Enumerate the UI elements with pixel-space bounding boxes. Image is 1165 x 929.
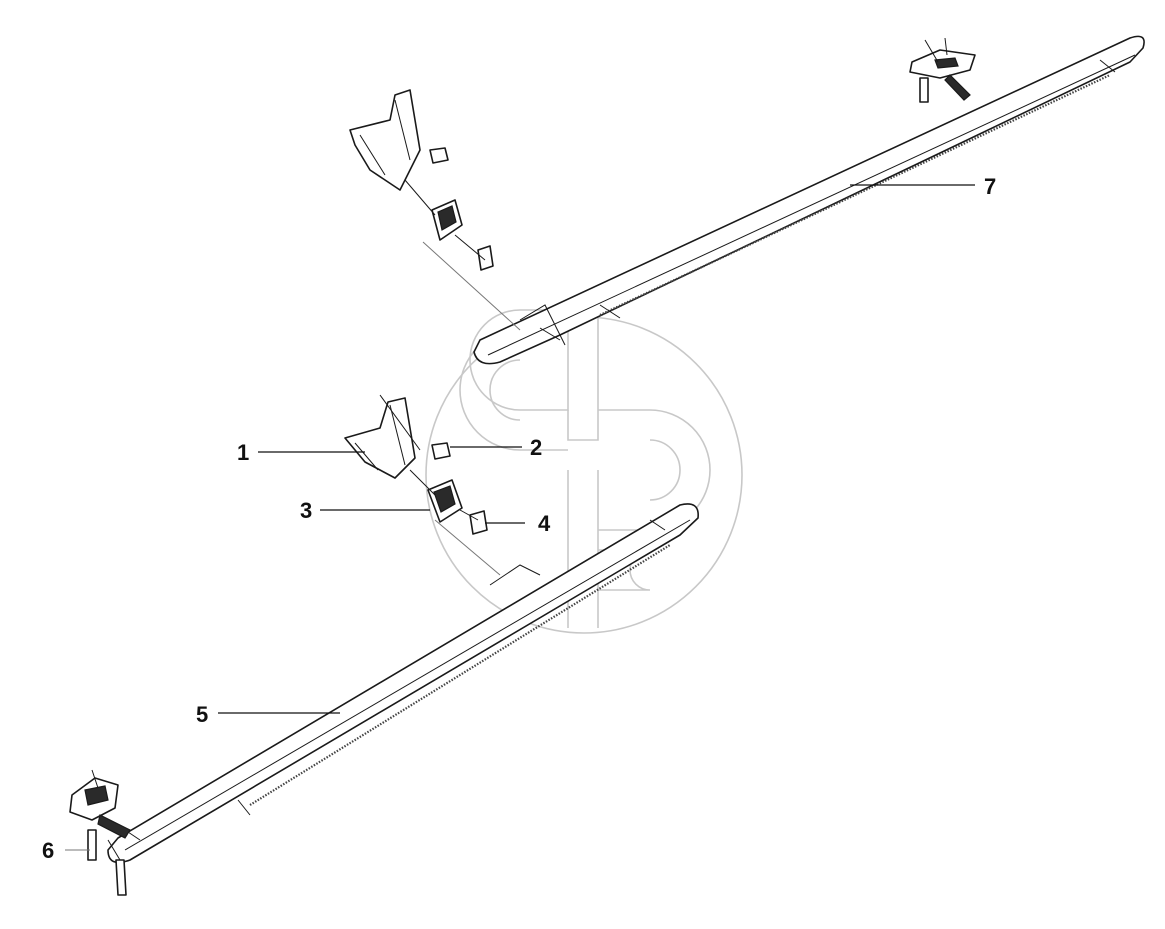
bottom-left-mount — [69, 769, 131, 896]
callouts: 1 2 3 4 5 6 7 — [42, 174, 996, 863]
callout-4: 4 — [538, 511, 551, 536]
running-board-right — [473, 35, 1145, 365]
leader-lines — [65, 184, 975, 851]
middle-bracket-assembly — [344, 394, 501, 576]
callout-7: 7 — [984, 174, 996, 199]
upper-bracket-assembly — [349, 89, 521, 331]
top-right-mount — [909, 37, 976, 103]
callout-6: 6 — [42, 838, 54, 863]
callout-2: 2 — [530, 435, 542, 460]
callout-1: 1 — [237, 440, 249, 465]
running-board-left — [107, 503, 699, 864]
callout-3: 3 — [300, 498, 312, 523]
callout-5: 5 — [196, 702, 208, 727]
